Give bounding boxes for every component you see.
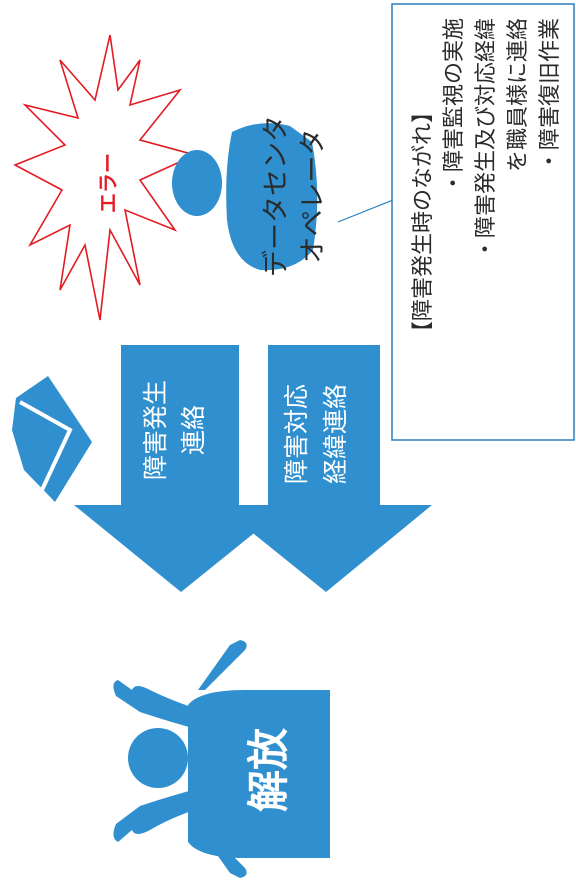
callout-connector: [337, 199, 394, 223]
release-figure-arm-top: [113, 680, 200, 730]
arrow-outage-notice-shape: [74, 345, 289, 592]
operator-head: [172, 150, 222, 216]
callout-line-2: ・障害発生及び対応経緯: [473, 18, 498, 260]
error-burst-shape: [13, 34, 198, 321]
arrow-response-report-line1: 障害対応: [283, 384, 311, 484]
arrow-outage-notice-line2: 連絡: [180, 405, 208, 455]
operator-label-line1: データセンタ: [261, 115, 291, 277]
release-figure: 解放: [113, 640, 330, 878]
arrow-response-report: 障害対応 経緯連絡: [218, 345, 432, 592]
release-figure-arm-bottom-upper: [198, 828, 247, 878]
callout-box: 【障害発生時のながれ】 ・障害監視の実施 ・障害発生及び対応経緯 を職員様に連絡…: [391, 3, 575, 441]
release-label: 解放: [245, 728, 292, 812]
operator-figure: データセンタ オペレータ: [172, 115, 328, 277]
arrow-outage-notice-line1: 障害発生: [142, 380, 170, 480]
operator-body: [226, 123, 318, 271]
callout-line-3: を職員様に連絡: [505, 18, 530, 194]
callout-line-4: ・障害復旧作業: [537, 18, 562, 172]
release-figure-arm-top-upper: [198, 640, 247, 690]
arrow-response-report-shape: [218, 345, 432, 592]
release-figure-head: [128, 728, 188, 788]
callout-heading: 【障害発生時のながれ】: [410, 101, 435, 343]
arrow-outage-notice: 障害発生 連絡: [74, 345, 289, 592]
release-figure-arm-bottom: [113, 788, 200, 842]
error-burst: エラー: [13, 34, 198, 321]
callout-border: [391, 3, 575, 441]
envelope-body: [12, 376, 92, 502]
callout-line-1: ・障害監視の実施: [441, 18, 466, 194]
envelope-flap: [19, 400, 73, 491]
arrow-response-report-line2: 経緯連絡: [322, 384, 350, 484]
release-figure-body: [188, 690, 330, 858]
mail-envelope-icon: [12, 376, 92, 502]
error-burst-label: エラー: [98, 153, 120, 213]
operator-label-line2: オペレータ: [298, 129, 328, 264]
